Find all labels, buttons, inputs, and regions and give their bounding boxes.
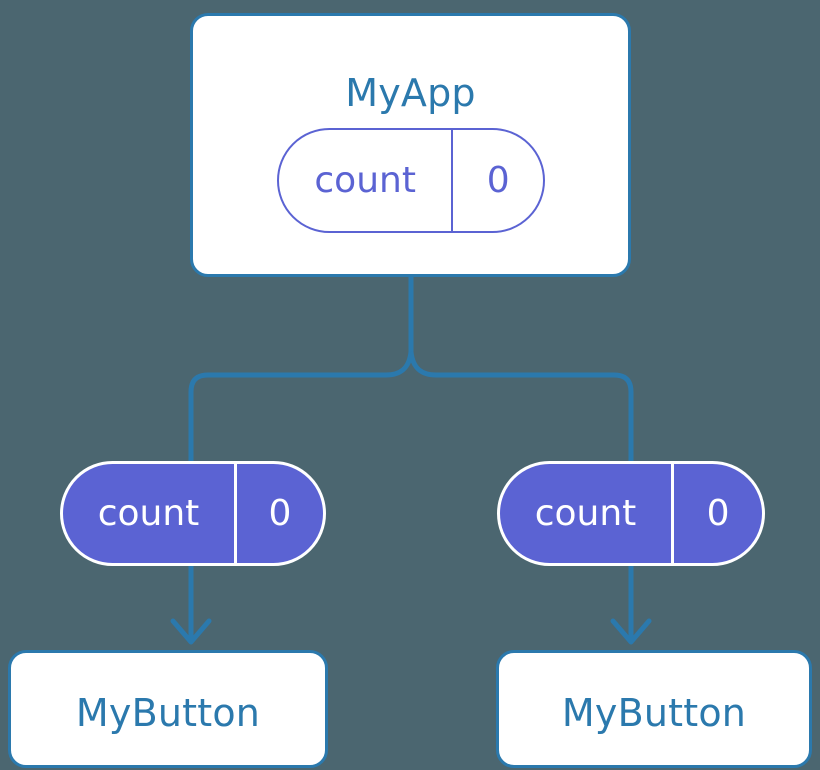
state-pill-branch-left[interactable]: count 0	[60, 461, 326, 566]
state-pill-root-value: 0	[451, 130, 543, 231]
arrow-head-left-icon	[170, 618, 212, 645]
component-node-mybutton-left[interactable]: MyButton	[8, 650, 328, 768]
state-pill-root-key: count	[314, 160, 416, 201]
state-pill-branch-left-key: count	[97, 493, 200, 534]
arrow-head-right-icon	[610, 618, 652, 645]
component-label-mybutton-left: MyButton	[75, 691, 261, 735]
component-label-mybutton-right: MyButton	[561, 691, 747, 735]
state-pill-root[interactable]: count 0	[277, 128, 545, 233]
state-pill-branch-right[interactable]: count 0	[497, 461, 765, 566]
component-label-myapp: MyApp	[345, 71, 476, 115]
state-pill-branch-left-value: 0	[234, 464, 323, 563]
branch-connector-left	[188, 351, 414, 461]
branch-connector-right	[408, 351, 634, 461]
state-pill-branch-right-value: 0	[671, 464, 762, 563]
component-node-mybutton-right[interactable]: MyButton	[496, 650, 812, 768]
state-pill-branch-right-key: count	[534, 493, 637, 534]
